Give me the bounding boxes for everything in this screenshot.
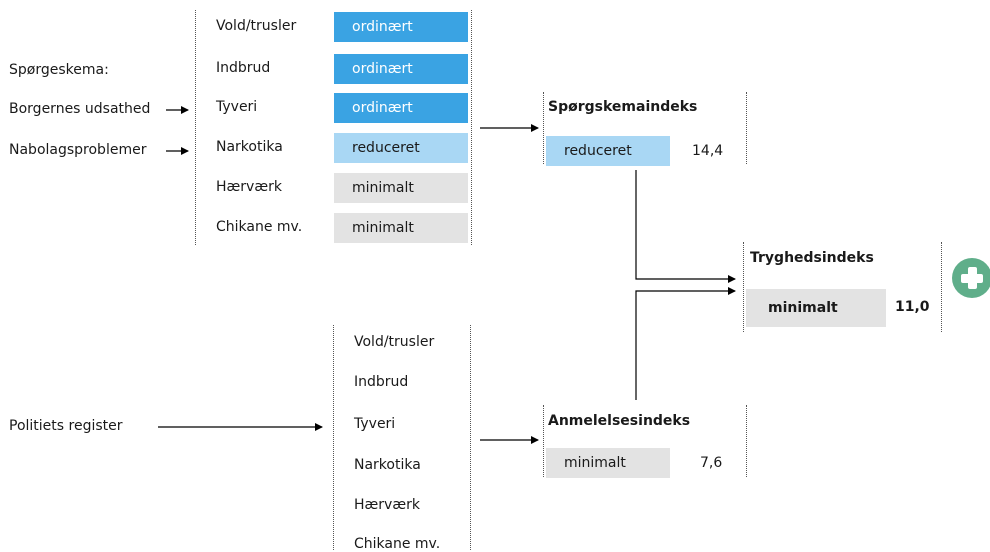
survey-category-label: Chikane mv.	[216, 219, 303, 235]
police-block-left-border	[333, 325, 334, 550]
survey-level-box: ordinært	[334, 54, 468, 84]
survey-level-box: reduceret	[334, 133, 468, 163]
safety-index-title: Tryghedsindeks	[750, 250, 874, 266]
arrow-survey-to-safety	[635, 170, 736, 283]
report-index-right-border	[746, 405, 747, 477]
survey-label: Spørgeskema:	[9, 62, 109, 78]
survey-index-title: Spørgskemaindeks	[548, 99, 698, 115]
survey-category-label: Narkotika	[216, 139, 283, 155]
police-category-label: Hærværk	[354, 497, 420, 513]
police-category-label: Vold/trusler	[354, 334, 435, 350]
safety-index-right-border	[941, 242, 942, 332]
safety-index-left-border	[743, 242, 744, 332]
survey-block-right-border	[471, 10, 472, 245]
exposure-label: Borgernes udsathed	[9, 101, 151, 117]
survey-category-label: Hærværk	[216, 179, 282, 195]
survey-block-left-border	[195, 10, 196, 245]
survey-category-label: Indbrud	[216, 60, 271, 76]
survey-level-box: ordinært	[334, 93, 468, 123]
neighbourhood-label: Nabolagsproblemer	[9, 142, 147, 158]
report-index-level: minimalt	[546, 448, 670, 478]
plus-circle-icon[interactable]	[952, 258, 990, 298]
survey-level-box: minimalt	[334, 213, 468, 243]
safety-index-level: minimalt	[746, 289, 886, 327]
police-category-label: Indbrud	[354, 374, 409, 390]
survey-index-level: reduceret	[546, 136, 670, 166]
safety-index-value: 11,0	[895, 299, 930, 315]
report-index-title: Anmelelsesindeks	[548, 413, 691, 429]
police-register-label: Politiets register	[9, 418, 123, 434]
police-category-label: Tyveri	[354, 416, 396, 432]
police-category-label: Narkotika	[354, 457, 421, 473]
arrow-report-to-safety	[635, 287, 736, 400]
survey-category-label: Tyveri	[216, 99, 258, 115]
survey-index-value: 14,4	[692, 143, 724, 159]
survey-category-label: Vold/trusler	[216, 18, 297, 34]
report-index-value: 7,6	[700, 455, 723, 471]
survey-level-box: ordinært	[334, 12, 468, 42]
survey-level-box: minimalt	[334, 173, 468, 203]
survey-index-left-border	[543, 92, 544, 164]
report-index-left-border	[543, 405, 544, 477]
police-category-label: Chikane mv.	[354, 536, 441, 552]
survey-index-right-border	[746, 92, 747, 164]
police-block-right-border	[470, 325, 471, 550]
